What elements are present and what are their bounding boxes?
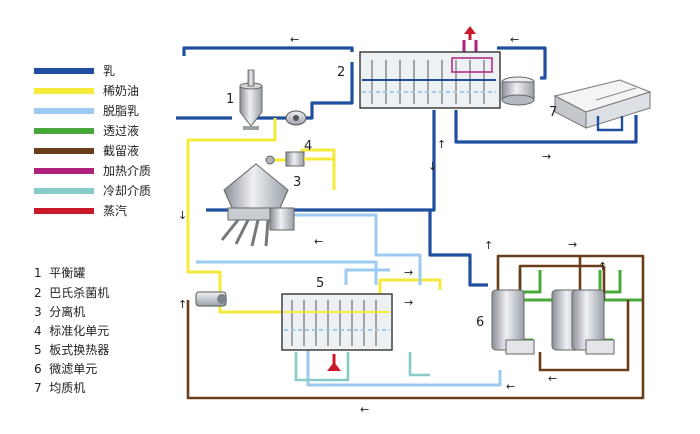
diagram-number-1: 1	[226, 92, 234, 107]
component-item: 1 平衡罐	[34, 266, 85, 280]
legend-swatch-retentate	[34, 148, 94, 154]
diagram-number-5: 5	[316, 276, 324, 291]
legend-swatch-steam	[34, 208, 94, 214]
flow-arrow: ↑	[484, 239, 493, 252]
component-name: 平衡罐	[49, 266, 86, 280]
legend-label-retentate: 截留液	[103, 144, 140, 158]
diagram-number-7: 7	[549, 105, 557, 120]
plate-heat-exchanger	[281, 293, 393, 351]
flow-arrow: ↓	[178, 209, 187, 222]
component-number: 6	[34, 362, 42, 376]
component-item: 5 板式换热器	[34, 343, 109, 357]
flow-arrow: →	[542, 150, 551, 163]
diagram-number-3: 3	[293, 175, 301, 190]
legend-label-cream: 稀奶油	[103, 84, 140, 98]
component-name: 标准化单元	[49, 324, 110, 338]
flow-arrow: ↑	[598, 260, 607, 273]
component-number: 1	[34, 266, 42, 280]
transfer-pump	[195, 291, 227, 307]
legend-label-permeate: 透过液	[103, 124, 140, 138]
flow-arrow: →	[404, 296, 413, 309]
flow-arrow: ↑	[437, 138, 446, 151]
component-name: 巴氏杀菌机	[49, 286, 110, 300]
separator	[220, 163, 295, 247]
legend-swatch-skim-milk	[34, 108, 94, 114]
flow-arrow: ←	[548, 372, 557, 385]
steam-out-arrow	[464, 26, 476, 34]
component-item: 4 标准化单元	[34, 324, 109, 338]
legend-label-skim-milk: 脱脂乳	[103, 104, 140, 118]
component-number: 3	[34, 305, 42, 319]
flow-arrow: ←	[510, 33, 519, 46]
diagram-number-6: 6	[476, 315, 484, 330]
flow-arrow: ←	[506, 380, 515, 393]
pipes-retentate	[186, 254, 645, 400]
legend-label-heating-medium: 加热介质	[103, 164, 152, 178]
flow-arrow: ↓	[428, 160, 437, 173]
component-name: 均质机	[49, 381, 86, 395]
balance-tank	[239, 69, 263, 130]
flow-arrow: ↑	[178, 298, 187, 311]
legend-label-milk: 乳	[103, 64, 116, 78]
component-number: 7	[34, 381, 42, 395]
legend-swatch-heating-medium	[34, 168, 94, 174]
legend-swatch-permeate	[34, 128, 94, 134]
component-number: 5	[34, 343, 42, 357]
component-item: 6 微滤单元	[34, 362, 97, 376]
flow-arrow: →	[404, 266, 413, 279]
steam-in-arrow	[327, 362, 341, 371]
component-number: 2	[34, 286, 42, 300]
diagram-number-2: 2	[337, 65, 345, 80]
legend-label-cooling-medium: 冷却介质	[103, 184, 152, 198]
pasteurizer	[359, 51, 501, 109]
pump	[285, 110, 307, 126]
legend-swatch-cream	[34, 88, 94, 94]
flow-arrows: ← ← → ↓ ↑ ← ↓ ↑ → → ↑ → ↑ ← ← ←	[178, 33, 607, 416]
component-name: 微滤单元	[49, 362, 98, 376]
diagram-number-4: 4	[304, 139, 312, 154]
component-item: 2 巴氏杀菌机	[34, 286, 109, 300]
legend-swatch-cooling-medium	[34, 188, 94, 194]
holding-tank	[501, 76, 535, 106]
component-number: 4	[34, 324, 42, 338]
component-item: 7 均质机	[34, 381, 85, 395]
component-name: 板式换热器	[49, 343, 110, 357]
legend-swatch-milk	[34, 68, 94, 74]
standardization-unit	[265, 151, 336, 190]
flow-arrow: ←	[360, 403, 369, 416]
microfiltration-unit	[491, 289, 615, 355]
homogenizer	[553, 79, 652, 132]
pipes-skim	[196, 213, 502, 387]
flow-arrow: ←	[314, 235, 323, 248]
flow-arrow: ←	[290, 33, 299, 46]
flow-arrow: →	[568, 238, 577, 251]
legend-label-steam: 蒸汽	[103, 204, 128, 218]
component-name: 分离机	[49, 305, 86, 319]
component-item: 3 分离机	[34, 305, 85, 319]
pipes-cooling	[294, 352, 430, 382]
